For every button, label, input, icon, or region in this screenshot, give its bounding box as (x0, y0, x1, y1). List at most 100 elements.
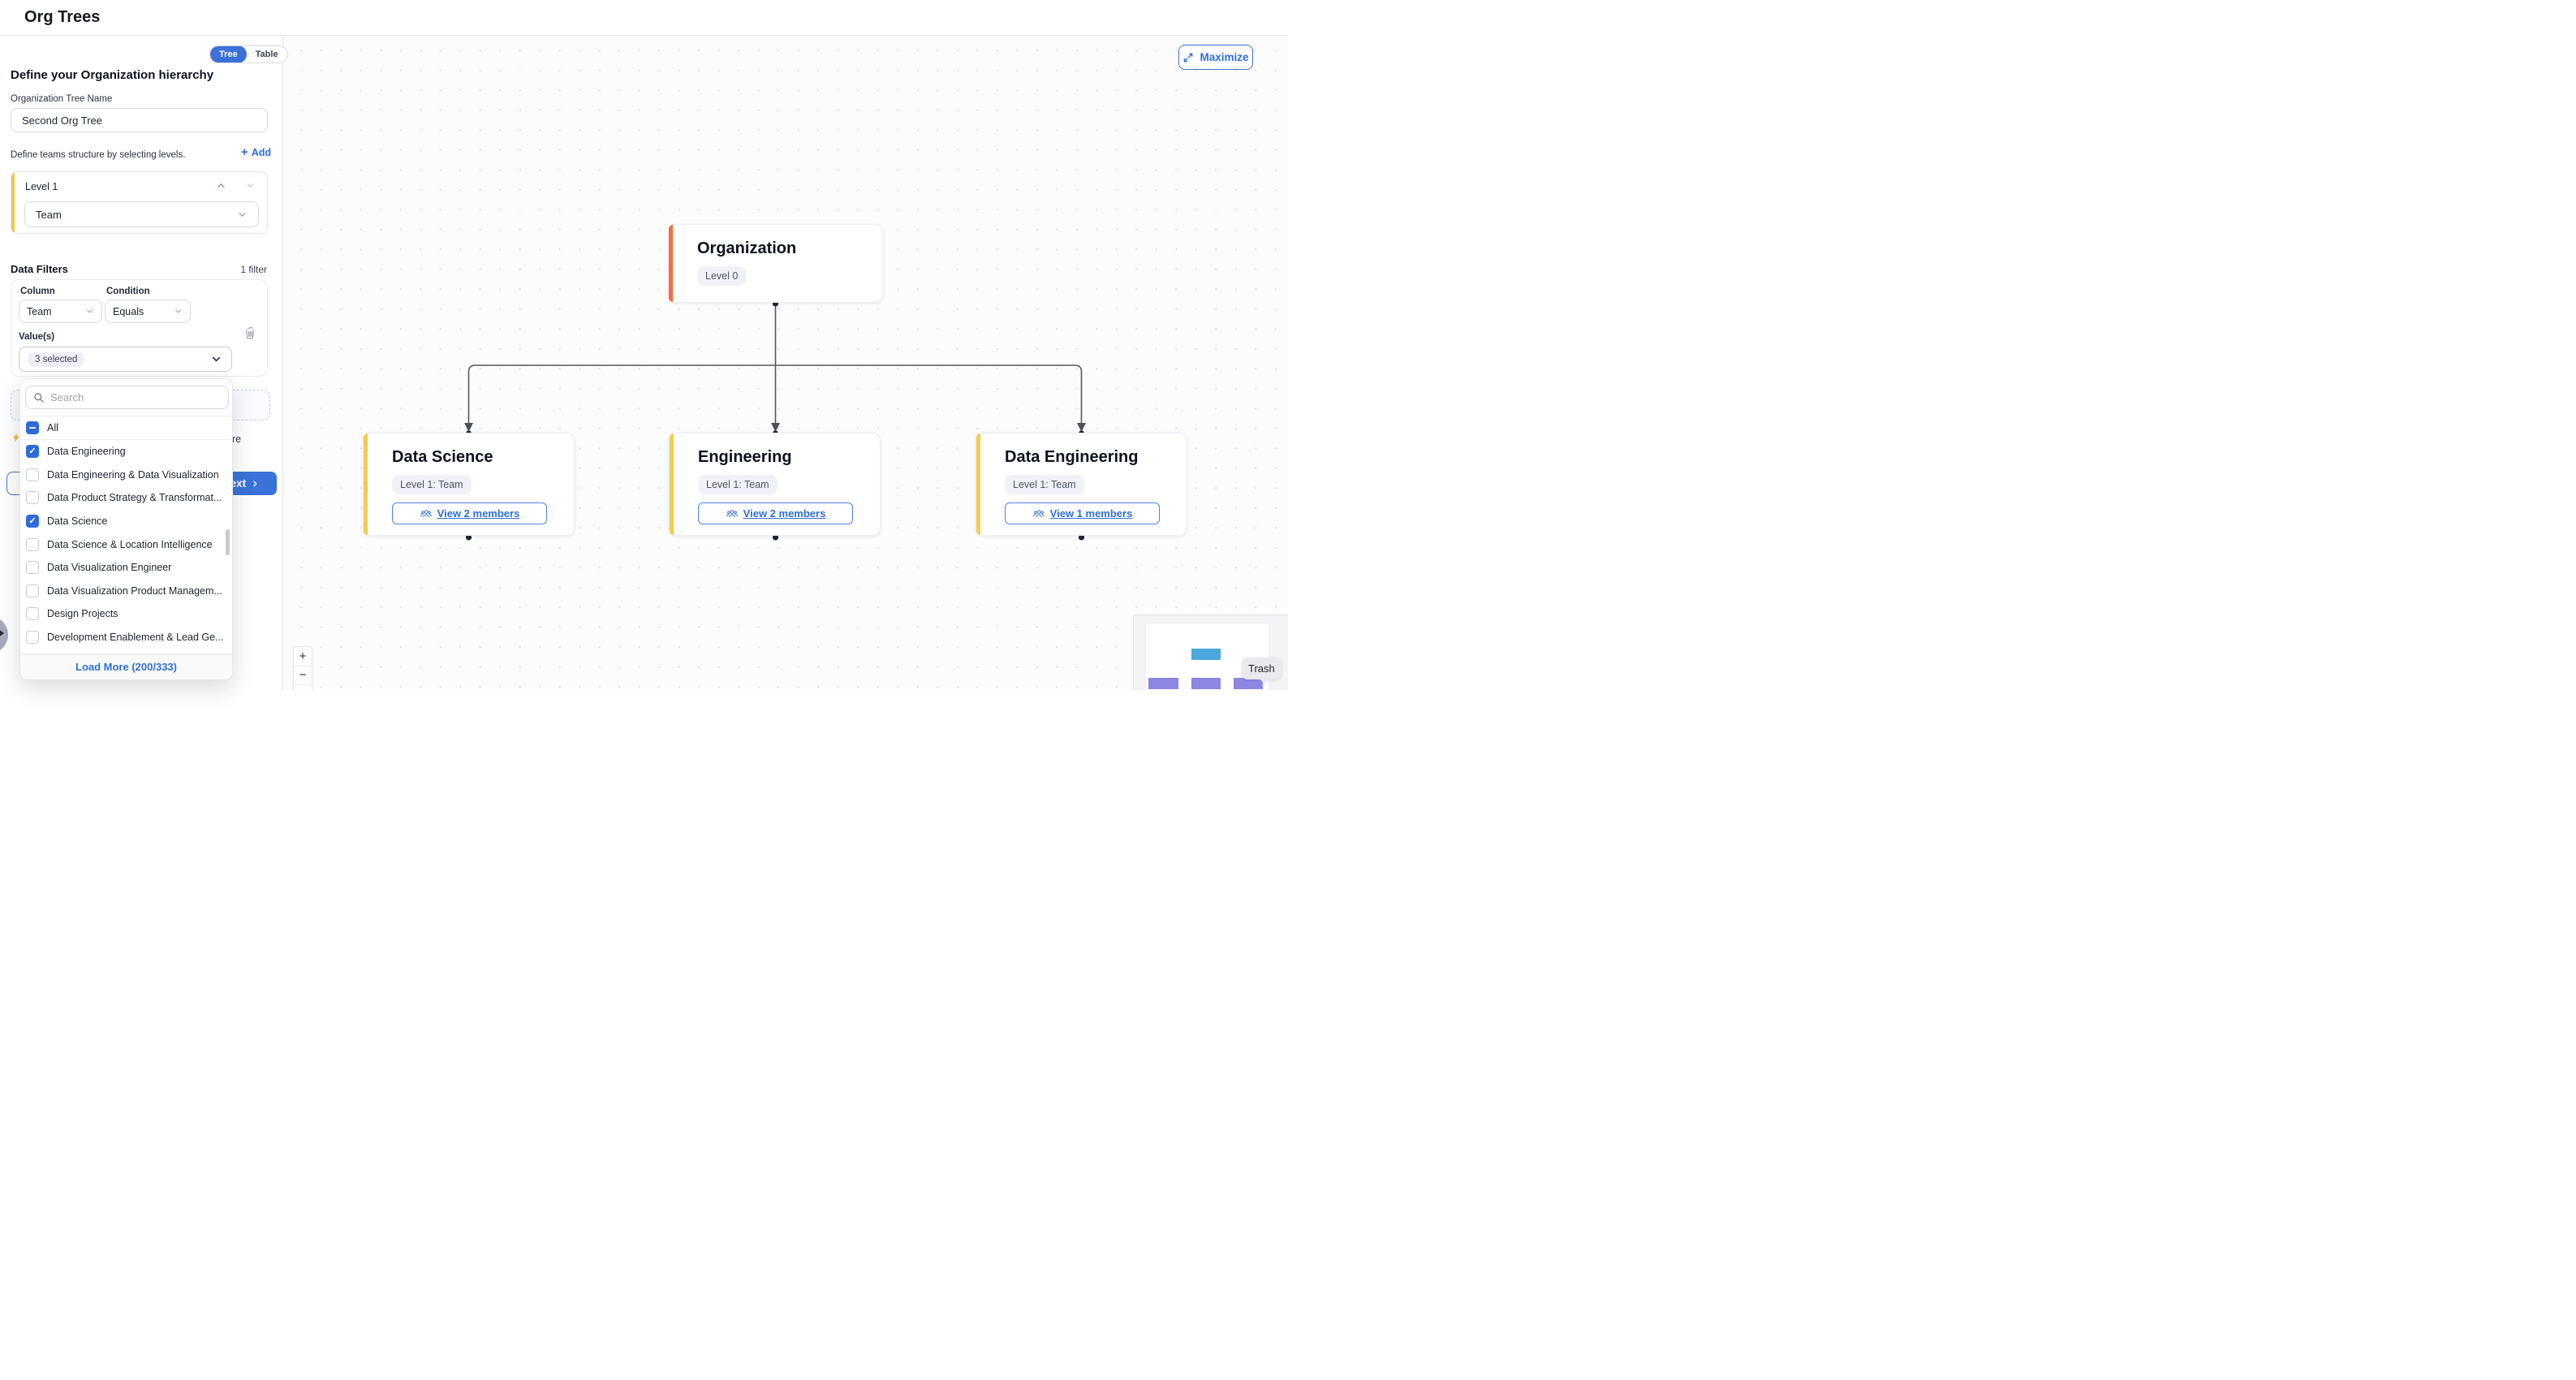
column-label: Column (20, 287, 55, 296)
tree-edges (464, 300, 1086, 541)
option-checkbox[interactable]: ✓ (26, 491, 39, 505)
minimap-root-node (1191, 649, 1221, 660)
dropdown-option-row[interactable]: ✓ Data Engineering (20, 440, 232, 464)
node-level-badge: Level 1: Team (698, 475, 778, 494)
people-icon (726, 510, 738, 518)
dropdown-option-row[interactable]: ✓ Data Visualization Product Managem... (20, 580, 232, 603)
data-filters-title: Data Filters (11, 263, 68, 275)
fit-view-button[interactable] (294, 685, 312, 690)
check-icon: ✓ (28, 515, 37, 526)
zoom-in-button[interactable]: + (294, 647, 312, 666)
view-members-button[interactable]: View 1 members (1005, 502, 1160, 524)
hint-text-fragment: re (232, 433, 242, 445)
zoom-out-button[interactable]: − (294, 666, 312, 685)
check-icon: ✓ (28, 446, 37, 456)
filter-card: Column Condition Team Equals Value(s) 3 … (11, 279, 268, 377)
divider (20, 439, 232, 440)
column-select[interactable]: Team (19, 300, 102, 323)
team-node[interactable]: Engineering Level 1: Team View 2 members (669, 433, 881, 536)
option-checkbox[interactable]: ✓ (26, 584, 39, 597)
selected-count-chip: 3 selected (28, 351, 84, 367)
minimap-child-node (1191, 678, 1221, 689)
toggle-tree[interactable]: Tree (210, 46, 247, 63)
node-level-badge: Level 1: Team (1005, 475, 1084, 494)
dropdown-option-row[interactable]: ✓ Data Visualization Engineer (20, 556, 232, 580)
toggle-table[interactable]: Table (255, 50, 278, 59)
condition-select[interactable]: Equals (105, 300, 191, 323)
chevron-down-icon[interactable] (245, 180, 256, 195)
dropdown-search-box (25, 386, 229, 409)
filter-count: 1 filter (240, 264, 267, 275)
people-icon (420, 510, 432, 518)
tree-name-input[interactable] (11, 108, 268, 132)
chevron-right-icon (253, 480, 257, 487)
level-card: Level 1 Team (11, 171, 268, 234)
sidebar-heading: Define your Organization hierarchy (11, 68, 214, 82)
view-toggle: Tree Table (209, 45, 288, 63)
option-checkbox[interactable]: ✓ (26, 631, 39, 645)
levels-hint: Define teams structure by selecting leve… (11, 150, 186, 160)
sidebar-collapse-handle[interactable] (0, 616, 8, 653)
dropdown-option-row[interactable]: ✓ Data Product Strategy & Transformat... (20, 486, 232, 510)
minimap-child-node (1234, 678, 1263, 689)
option-checkbox[interactable]: ✓ (26, 607, 39, 621)
people-icon (1032, 510, 1045, 518)
values-label: Value(s) (19, 332, 55, 342)
dropdown-footer: Load More (200/333) (20, 653, 232, 679)
option-checkbox[interactable]: ✓ (26, 561, 39, 575)
team-node[interactable]: Data Engineering Level 1: Team View 1 me… (976, 433, 1187, 536)
chevron-up-icon[interactable] (216, 180, 226, 195)
team-node[interactable]: Data Science Level 1: Team View 2 member… (363, 433, 575, 536)
view-members-button[interactable]: View 2 members (698, 502, 853, 524)
maximize-button[interactable]: Maximize (1178, 45, 1253, 70)
select-all-checkbox[interactable] (26, 421, 39, 434)
hint-row: re (0, 432, 283, 446)
plus-icon: + (240, 145, 248, 159)
node-level-badge: Level 0 (697, 266, 747, 286)
tree-name-label: Organization Tree Name (11, 94, 113, 104)
chevron-down-icon (239, 212, 246, 217)
dropdown-option-row[interactable]: ✓ Development Enablement & Lead Ge... (20, 626, 232, 649)
option-checkbox[interactable]: ✓ (26, 468, 39, 481)
node-title: Data Science (392, 448, 493, 466)
chevron-down-icon (212, 356, 221, 362)
play-arrow-icon (0, 629, 4, 637)
trash-tooltip: Trash (1242, 658, 1282, 684)
option-checkbox[interactable]: ✓ (26, 537, 39, 551)
zoom-controls: + − (293, 646, 312, 690)
app-header: Org Trees (0, 0, 1288, 36)
values-multiselect[interactable]: 3 selected (19, 347, 232, 372)
values-dropdown-panel: All ✓ Data Engineering ✓ Data Engineerin… (19, 378, 233, 680)
level-type-select[interactable]: Team (24, 201, 259, 227)
node-level-badge: Level 1: Team (392, 475, 472, 494)
lightning-icon (12, 432, 20, 447)
search-icon (34, 392, 44, 403)
delete-filter-trash-icon[interactable] (243, 326, 257, 340)
condition-label: Condition (106, 287, 150, 296)
select-all-row[interactable]: All (20, 416, 232, 439)
node-title: Engineering (698, 448, 792, 466)
dropdown-option-row[interactable]: ✓ Design Projects (20, 602, 232, 626)
load-more-button[interactable]: Load More (200/333) (75, 661, 177, 673)
add-level-button[interactable]: + Add (240, 145, 271, 159)
dropdown-option-row[interactable]: ✓ Data Engineering & Data Visualization (20, 464, 232, 487)
node-title: Data Engineering (1005, 448, 1139, 466)
dropdown-scrollbar[interactable] (226, 529, 230, 555)
chevron-down-icon (87, 309, 93, 313)
sidebar: Tree Table Define your Organization hier… (0, 36, 288, 690)
option-checkbox[interactable]: ✓ (26, 515, 39, 528)
expand-icon (1184, 53, 1193, 62)
dropdown-option-row[interactable]: ✓ Data Science (20, 510, 232, 533)
minimap-child-node (1148, 678, 1178, 689)
chevron-down-icon (175, 309, 181, 313)
org-tree-canvas[interactable]: Maximize Organization Level 0 + − (283, 36, 1288, 690)
level-title: Level 1 (25, 181, 58, 192)
org-root-node[interactable]: Organization Level 0 (668, 224, 883, 303)
node-title: Organization (697, 239, 797, 257)
minimap-viewport (1145, 623, 1269, 690)
dropdown-option-row[interactable]: ✓ Data Science & Location Intelligence (20, 533, 232, 556)
view-members-button[interactable]: View 2 members (392, 502, 547, 524)
option-checkbox[interactable]: ✓ (26, 445, 39, 459)
dropdown-search-input[interactable] (50, 391, 213, 403)
dropdown-option-list: ✓ Data Engineering ✓ Data Engineering & … (20, 440, 232, 655)
